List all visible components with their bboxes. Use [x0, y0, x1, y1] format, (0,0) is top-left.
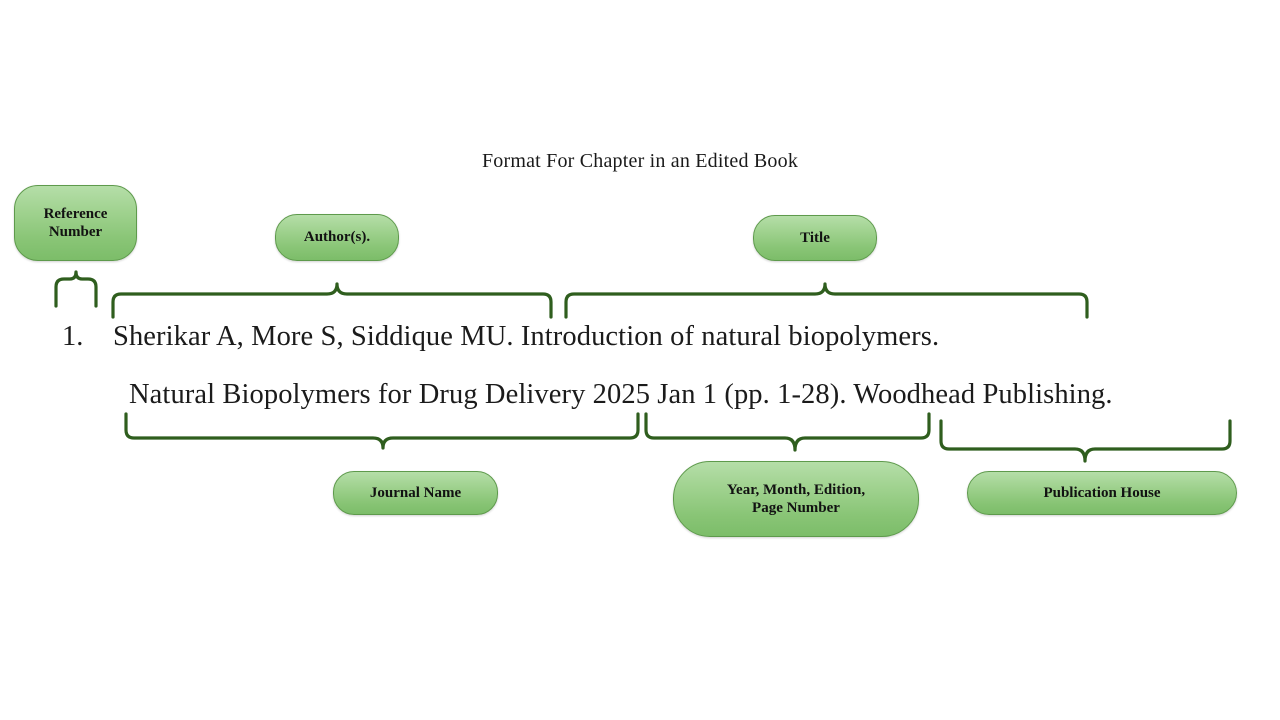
- reference-text-line-2: Natural Biopolymers for Drug Delivery 20…: [129, 379, 1113, 410]
- label-reference-number-line-2: Number: [48, 224, 103, 240]
- label-publication-house: Publication House: [1043, 484, 1161, 501]
- label-box-authors[interactable]: Author(s).: [275, 214, 399, 261]
- brace-publication-house: [939, 419, 1232, 463]
- label-box-journal-name[interactable]: Journal Name: [333, 471, 498, 515]
- label-year-month-edition-line-2: Page Number: [752, 500, 840, 516]
- label-reference-number-line-1: Reference: [43, 205, 108, 222]
- page-title: Format For Chapter in an Edited Book: [481, 150, 799, 172]
- label-year-month-edition-line-1: Year, Month, Edition,: [726, 481, 866, 498]
- label-box-reference-number[interactable]: Reference Number: [14, 185, 137, 261]
- brace-journal-name: [124, 412, 640, 450]
- reference-list-number: 1.: [62, 321, 84, 352]
- label-box-publication-house[interactable]: Publication House: [967, 471, 1237, 515]
- brace-year-month-edition: [644, 412, 931, 452]
- label-box-title[interactable]: Title: [753, 215, 877, 261]
- label-title: Title: [800, 229, 830, 246]
- label-box-year-month-edition[interactable]: Year, Month, Edition, Page Number: [673, 461, 919, 537]
- brace-reference-number: [54, 270, 98, 308]
- label-journal-name: Journal Name: [369, 484, 462, 501]
- label-authors: Author(s).: [303, 229, 371, 246]
- brace-authors: [111, 282, 553, 319]
- reference-text-line-1: Sherikar A, More S, Siddique MU. Introdu…: [113, 321, 940, 352]
- brace-title: [564, 282, 1089, 319]
